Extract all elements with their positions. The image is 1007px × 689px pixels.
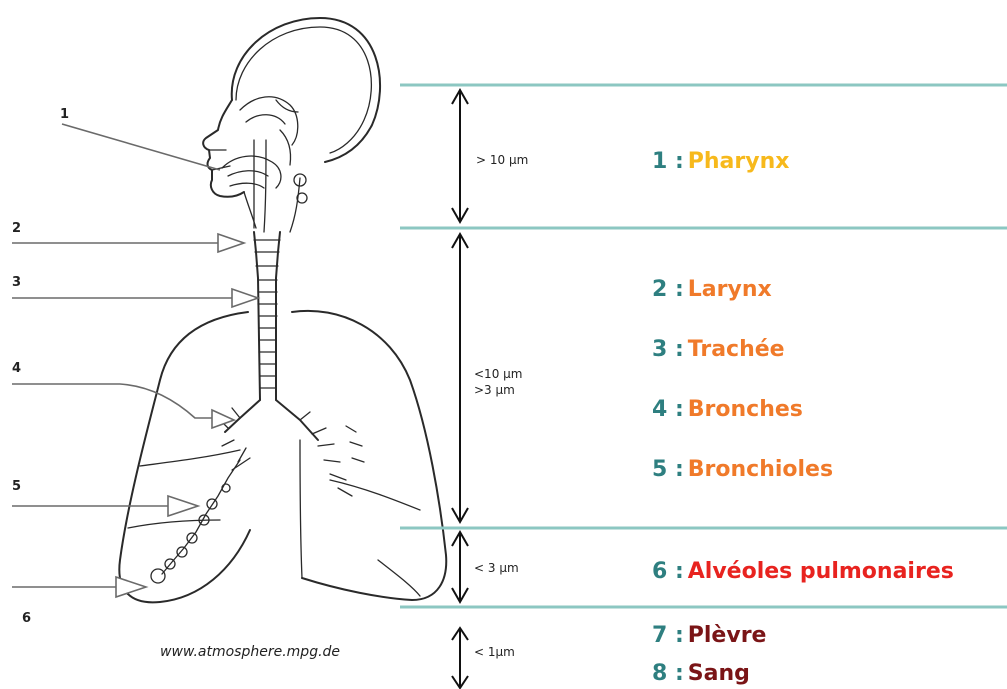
legend-item-alveoles: 6 : Alvéoles pulmonaires xyxy=(652,559,954,584)
bronchioles-alveoli xyxy=(151,460,240,583)
marker-1: 1 xyxy=(60,107,69,122)
legend-item-larynx: 2 : Larynx xyxy=(652,277,772,302)
legend-item-pharynx: 1 : Pharynx xyxy=(652,149,789,174)
pointer-4 xyxy=(12,384,234,428)
right-lung xyxy=(292,311,446,600)
marker-6: 6 xyxy=(22,611,31,626)
pointer-5 xyxy=(12,496,198,516)
range-arrow-3 xyxy=(452,532,468,602)
marker-5: 5 xyxy=(12,479,21,494)
pointer-1 xyxy=(62,124,220,170)
bronchi xyxy=(220,400,364,496)
range-label-2a: <10 µm xyxy=(474,367,522,381)
range-label-3: < 3 µm xyxy=(474,561,519,575)
range-arrow-2 xyxy=(452,234,468,522)
source-credit: www.atmosphere.mpg.de xyxy=(160,644,340,660)
pointer-2 xyxy=(12,234,244,252)
marker-2: 2 xyxy=(12,221,21,236)
legend-item-sang: 8 : Sang xyxy=(652,661,750,686)
head-internal-structures xyxy=(210,97,307,232)
range-arrow-1 xyxy=(452,90,468,222)
legend-item-trachee: 3 : Trachée xyxy=(652,337,785,362)
head-outline xyxy=(203,18,380,232)
left-lung xyxy=(119,312,250,602)
trachea xyxy=(254,232,280,400)
marker-3: 3 xyxy=(12,275,21,290)
pointer-6 xyxy=(12,577,146,597)
range-label-1: > 10 µm xyxy=(476,153,528,167)
legend-item-bronchioles: 5 : Bronchioles xyxy=(652,457,833,482)
range-label-2b: >3 µm xyxy=(474,383,515,397)
range-arrow-4 xyxy=(452,628,468,688)
range-label-4: < 1µm xyxy=(474,645,515,659)
marker-4: 4 xyxy=(12,361,21,376)
legend-item-bronches: 4 : Bronches xyxy=(652,397,803,422)
legend-item-plevre: 7 : Plèvre xyxy=(652,623,766,648)
pointer-3 xyxy=(12,289,258,307)
